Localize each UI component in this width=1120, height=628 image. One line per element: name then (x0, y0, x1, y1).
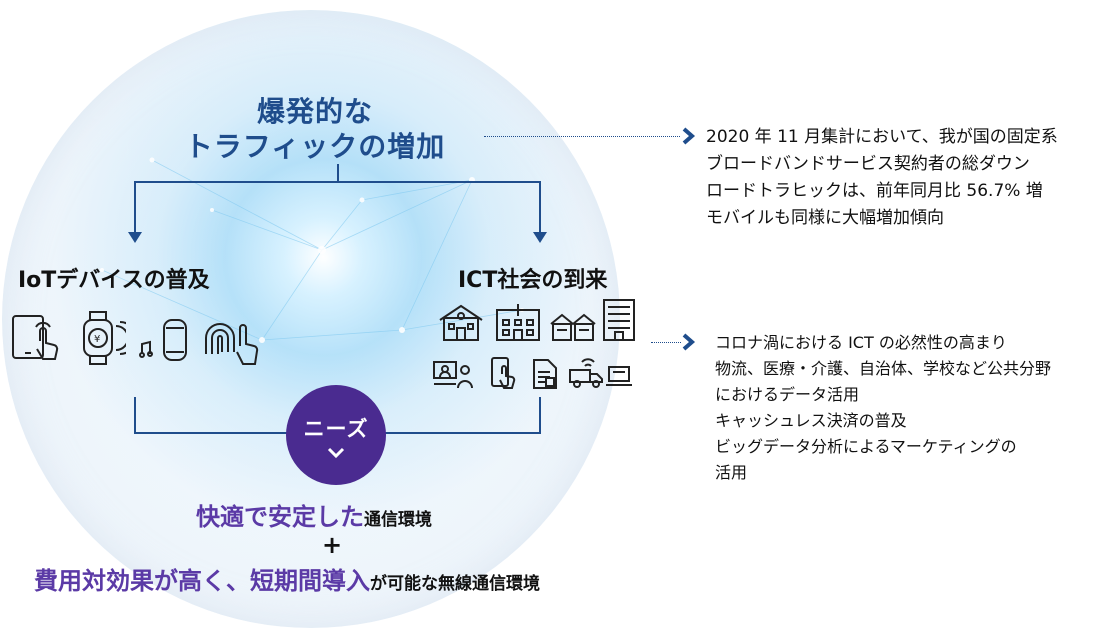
traffic-note-line: ブロードバンドサービス契約者の総ダウン (706, 154, 1030, 174)
ict-note-line: 活用 (715, 463, 748, 482)
laptop-icon (604, 364, 634, 388)
left-arrowhead-icon (128, 232, 142, 243)
ict-note-line: 物流、医療・介護、自治体、学校など公共分野 (715, 359, 1052, 378)
traffic-note: 2020 年 11 月集計において、我が国の固定系 ブロードバンドサービス契約者… (706, 124, 1058, 232)
plus-sign: + (322, 531, 343, 559)
ict-note-line: コロナ渦における ICT の必然性の高まり (715, 333, 1007, 352)
needs-left-horizontal (134, 432, 290, 434)
traffic-connector (484, 136, 680, 137)
branch-left-drop (134, 181, 136, 233)
document-icon (530, 358, 560, 390)
result-line-stable: 快適で安定した通信環境 (196, 497, 432, 532)
traffic-note-line: モバイルも同様に大幅増加傾向 (706, 208, 944, 228)
result-line-cost-highlight: 費用対効果が高く、短期間導入 (34, 567, 370, 595)
result-line-cost: 費用対効果が高く、短期間導入が可能な無線通信環境 (34, 561, 540, 596)
branch-horizontal (134, 181, 541, 183)
delivery-truck-icon (566, 354, 606, 390)
needs-circle: ニーズ (286, 385, 386, 485)
title: 爆発的な トラフィックの増加 (150, 94, 480, 164)
title-line1: 爆発的な (256, 95, 373, 128)
building-icon (600, 298, 638, 342)
branch-right-drop (539, 181, 541, 233)
ict-note: コロナ渦における ICT の必然性の高まり 物流、医療・介護、自治体、学校など公… (715, 330, 1051, 486)
traffic-note-line: ロードトラヒックは、前年同月比 56.7% 増 (706, 181, 1043, 201)
teleconference-icon (432, 358, 476, 390)
smart-speaker-icon (138, 314, 192, 364)
needs-right-drop (539, 397, 541, 433)
result-line-stable-highlight: 快適で安定した (196, 503, 364, 531)
ict-note-line: キャッシュレス決済の普及 (715, 411, 907, 430)
network-glow-graphic (100, 157, 524, 343)
traffic-note-line: 2020 年 11 月集計において、我が国の固定系 (706, 127, 1058, 147)
mobile-payment-icon (488, 356, 520, 390)
ict-note-line: ビッグデータ分析によるマーケティングの (715, 437, 1017, 456)
ict-chevron-icon (681, 332, 697, 352)
warehouse-icon (549, 312, 597, 342)
needs-left-drop (134, 397, 136, 433)
svg-text:¥: ¥ (94, 334, 100, 345)
school-icon (436, 302, 486, 342)
traffic-chevron-icon (681, 126, 697, 146)
result-line-stable-rest: 通信環境 (364, 510, 432, 530)
hospital-icon (493, 302, 543, 342)
result-line-cost-rest: が可能な無線通信環境 (370, 574, 540, 594)
branch-stem (337, 164, 339, 182)
iot-label: IoTデバイスの普及 (18, 268, 210, 293)
needs-right-horizontal (383, 432, 541, 434)
ict-connector (651, 342, 681, 343)
needs-label: ニーズ (303, 417, 369, 441)
smartwatch-icon: ¥ (78, 310, 126, 366)
fingerprint-touch-icon (200, 314, 264, 366)
ict-note-line: におけるデータ活用 (715, 385, 860, 404)
chevron-down-icon (326, 445, 346, 464)
right-arrowhead-icon (533, 232, 547, 243)
ict-label: ICT社会の到来 (458, 268, 608, 293)
title-line2: トラフィックの増加 (184, 130, 446, 163)
tablet-touch-icon (10, 313, 66, 363)
